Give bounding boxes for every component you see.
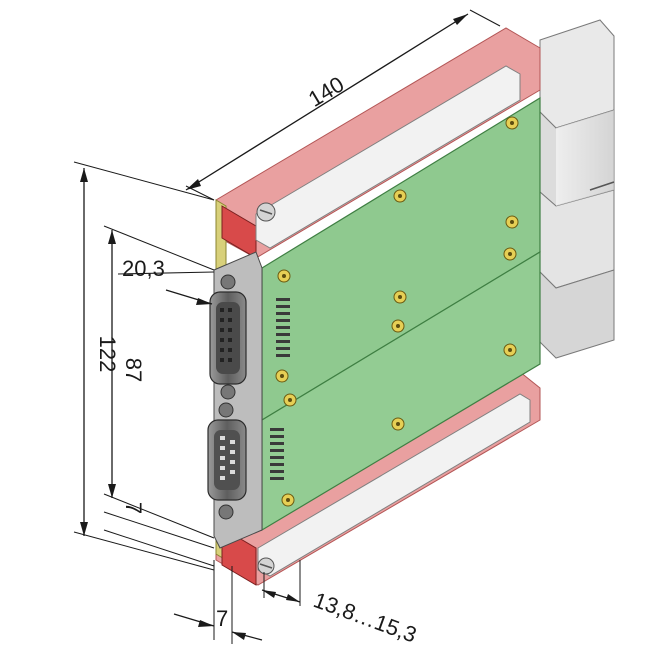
pin-header-lower <box>270 428 284 480</box>
rear-clamp-stack <box>539 19 615 359</box>
mounting-hole-icon <box>503 247 517 261</box>
dimension-label-bottom-offset: 7 <box>121 502 146 514</box>
dsub-connector-icon <box>209 274 247 400</box>
dimension-20-3: 20,3 <box>117 256 215 305</box>
mounting-hole-icon <box>277 269 291 283</box>
screw-icon <box>256 202 276 222</box>
mounting-hole-icon <box>391 417 405 431</box>
mounting-holes <box>275 116 519 507</box>
dimension-label-thickness-range: 13,8…15,3 <box>310 587 420 647</box>
mounting-hole-icon <box>505 116 519 130</box>
dimension-122: 122 <box>73 161 215 571</box>
mounting-hole-icon <box>283 393 297 407</box>
mounting-hole-icon <box>505 215 519 229</box>
mounting-hole-icon <box>275 369 289 383</box>
dsub-connector-icon <box>207 402 247 520</box>
dimension-label-width: 7 <box>216 606 228 631</box>
screw-icon <box>257 557 275 575</box>
pin-header-upper <box>276 298 290 357</box>
dimension-87: 87 <box>103 225 215 539</box>
mounting-hole-icon <box>391 319 405 333</box>
mounting-hole-icon <box>393 189 407 203</box>
dimension-13-8-15-3: 13,8…15,3 <box>261 560 420 648</box>
mounting-hole-icon <box>393 290 407 304</box>
mounting-hole-icon <box>503 343 517 357</box>
dimension-label-connector-offset: 20,3 <box>122 256 165 281</box>
dimension-label-inner-height: 87 <box>121 358 146 382</box>
dimension-label-height: 122 <box>95 336 120 373</box>
dimension-7-vertical: 7 <box>103 502 215 567</box>
dimension-7-horizontal: 7 <box>173 560 263 644</box>
mounting-hole-icon <box>281 493 295 507</box>
dimension-label-length: 140 <box>304 71 348 111</box>
